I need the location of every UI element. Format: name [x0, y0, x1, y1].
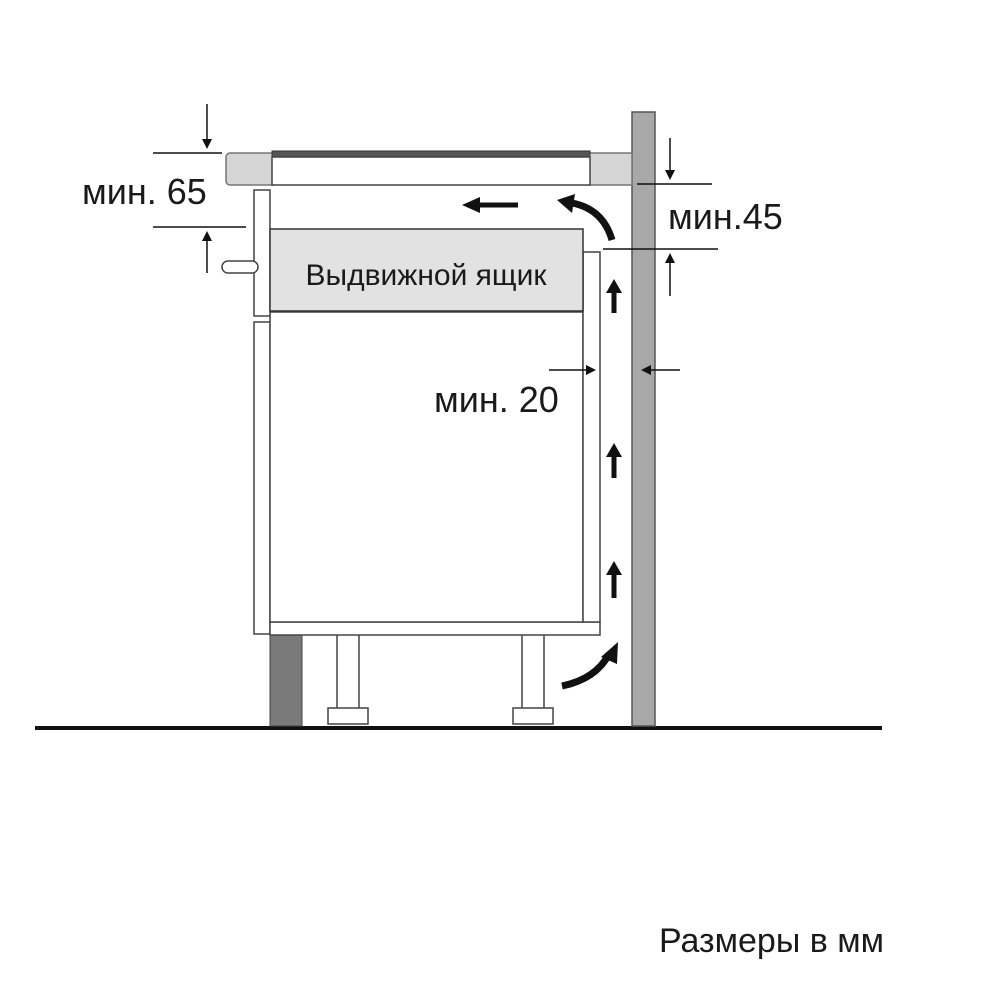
- units-caption: Размеры в мм: [659, 922, 884, 960]
- drawer-label: Выдвижной ящик: [306, 259, 548, 292]
- airflow-arrow-curved-bottom: [561, 652, 613, 690]
- dimension-min-20: мин. 20: [434, 365, 680, 420]
- min-20-label: мин. 20: [434, 379, 559, 420]
- drawer-handle: [221, 260, 259, 274]
- min-65-label: мин. 65: [82, 171, 207, 212]
- cabinet-leg: [327, 633, 369, 725]
- cabinet-leg: [512, 633, 554, 725]
- airflow-arrows: [462, 194, 622, 690]
- min-45-label: мин.45: [668, 196, 783, 237]
- hob: [271, 150, 591, 186]
- airflow-arrow-curved-top: [571, 199, 616, 242]
- worktop: [225, 152, 633, 186]
- dimension-min-45: мин.45: [603, 138, 783, 296]
- cabinet-side-upper: [253, 189, 271, 317]
- drawer-box: [269, 228, 584, 312]
- dimension-min-65: мин. 65: [82, 104, 246, 273]
- plinth: [269, 633, 303, 727]
- cabinet-body: [253, 251, 601, 636]
- rear-wall: [631, 111, 656, 727]
